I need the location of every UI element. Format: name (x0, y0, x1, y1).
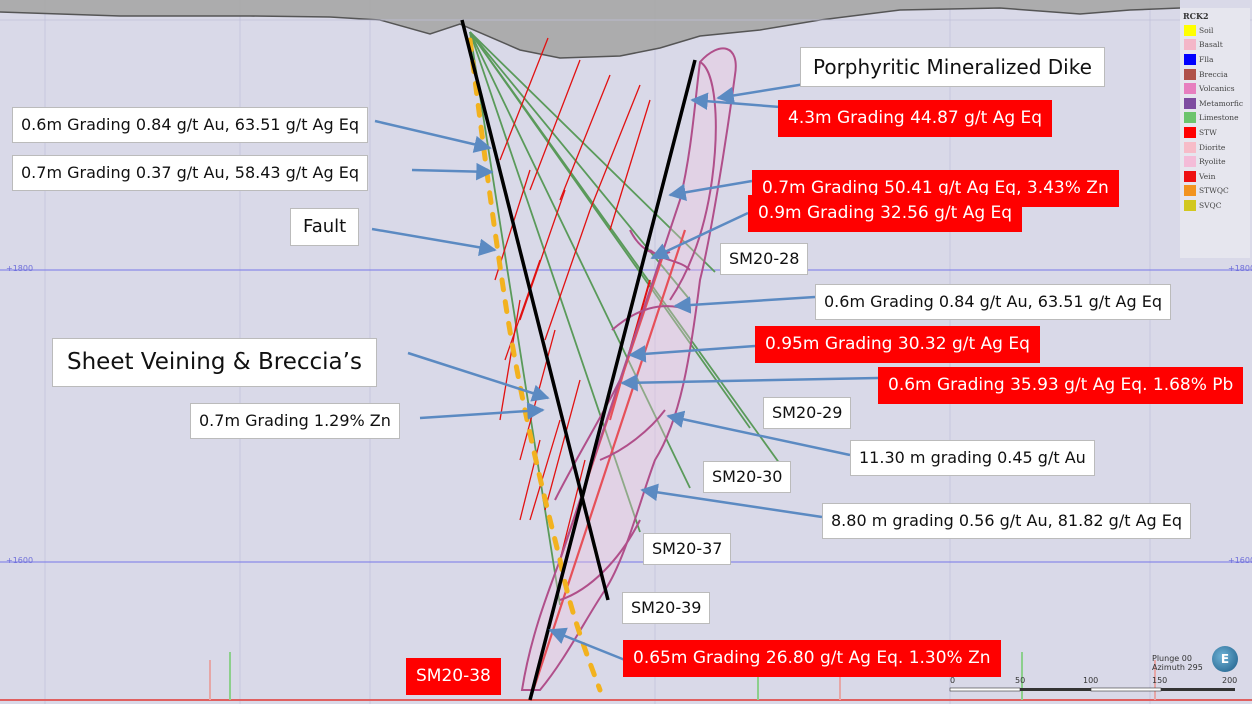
hole-label-sm20-28: SM20-28 (720, 243, 809, 275)
hole-label-sm20-39: SM20-39 (622, 592, 711, 624)
legend-item: STW (1180, 125, 1250, 140)
legend-label: Metamorfic (1199, 98, 1244, 108)
scale-tick-50: 50 (1015, 676, 1026, 685)
label-red-1: 4.3m Grading 44.87 g/t Ag Eq (778, 100, 1053, 137)
elevation-tag-1800-right: +1800 (1228, 264, 1252, 273)
legend-swatch (1184, 112, 1196, 124)
scale-tick-0: 0 (950, 676, 956, 685)
legend-item: STWQC (1180, 184, 1250, 199)
legend-label: Vein (1199, 171, 1216, 181)
hole-label-sm20-29: SM20-29 (763, 397, 852, 429)
legend-label: Soil (1199, 25, 1214, 35)
azimuth-text: Azimuth 295 (1152, 663, 1203, 672)
hole-label-sm20-38: SM20-38 (406, 658, 501, 695)
legend-label: SVQC (1199, 200, 1222, 210)
scale-bar (949, 687, 1235, 692)
legend-swatch (1184, 141, 1196, 153)
legend-label: Basalt (1199, 40, 1223, 50)
legend-swatch (1184, 83, 1196, 95)
compass-icon: E (1212, 646, 1238, 672)
legend-item: Diorite (1180, 140, 1250, 155)
label-intercept-zn: 0.7m Grading 1.29% Zn (190, 403, 400, 439)
plunge-text: Plunge 00 (1152, 654, 1192, 663)
label-dike: Porphyritic Mineralized Dike (800, 47, 1105, 87)
legend-swatch (1184, 185, 1196, 197)
label-intercept-4: 0.6m Grading 0.84 g/t Au, 63.51 g/t Ag E… (815, 284, 1172, 320)
legend-label: Flla (1199, 54, 1214, 64)
legend-swatch (1184, 199, 1196, 211)
label-intercept-2: 0.7m Grading 0.37 g/t Au, 58.43 g/t Ag E… (12, 155, 369, 191)
scale-tick-100: 100 (1083, 676, 1099, 685)
label-red-3: 0.9m Grading 32.56 g/t Ag Eq (748, 195, 1023, 232)
label-fault: Fault (290, 208, 360, 246)
elevation-tag-1600-right: +1600 (1228, 556, 1252, 565)
label-intercept-6: 8.80 m grading 0.56 g/t Au, 81.82 g/t Ag… (822, 503, 1192, 539)
legend-swatch (1184, 156, 1196, 168)
elevation-tag-1600-left: +1600 (6, 556, 34, 565)
legend-item: Volcanics (1180, 81, 1250, 96)
elevation-tag-1800-left: +1800 (6, 264, 34, 273)
section-line-b (528, 59, 697, 701)
legend-label: Volcanics (1199, 84, 1235, 94)
label-red-4: 0.95m Grading 30.32 g/t Ag Eq (755, 326, 1040, 363)
legend-title: RCK2 (1183, 11, 1209, 21)
legend-swatch (1184, 170, 1196, 182)
legend-item: Ryolite (1180, 154, 1250, 169)
legend-swatch (1184, 39, 1196, 51)
label-red-5: 0.6m Grading 35.93 g/t Ag Eq. 1.68% Pb (878, 367, 1244, 404)
legend-item: Limestone (1180, 111, 1250, 126)
legend-swatch (1184, 53, 1196, 65)
hole-label-sm20-30: SM20-30 (703, 461, 792, 493)
legend-item: Basalt (1180, 38, 1250, 53)
scale-tick-150: 150 (1152, 676, 1168, 685)
legend-swatch (1184, 126, 1196, 138)
legend-item: Flla (1180, 52, 1250, 67)
label-sheet-veining: Sheet Veining & Breccia’s (52, 338, 377, 387)
legend-item: Soil (1180, 23, 1250, 38)
callout-arrows (371, 82, 879, 662)
legend-label: Diorite (1199, 142, 1226, 152)
legend-label: STWQC (1199, 186, 1229, 196)
legend-swatch (1184, 68, 1196, 80)
legend-item: SVQC (1180, 198, 1250, 213)
legend-swatch (1184, 24, 1196, 36)
legend-item: Breccia (1180, 67, 1250, 82)
legend-swatch (1184, 97, 1196, 109)
legend-label: STW (1199, 127, 1217, 137)
legend-label: Breccia (1199, 69, 1228, 79)
legend-label: Ryolite (1199, 157, 1226, 167)
view-orientation: Plunge 00 Azimuth 295 (1152, 654, 1203, 672)
hole-label-sm20-37: SM20-37 (643, 533, 732, 565)
section-line-a (460, 19, 610, 601)
label-intercept-1: 0.6m Grading 0.84 g/t Au, 63.51 g/t Ag E… (12, 107, 369, 143)
label-red-6: 0.65m Grading 26.80 g/t Ag Eq. 1.30% Zn (623, 640, 1001, 677)
scale-tick-200: 200 (1222, 676, 1238, 685)
label-intercept-5: 11.30 m grading 0.45 g/t Au (850, 440, 1095, 476)
topography (0, 0, 1180, 58)
legend-item: Metamorfic (1180, 96, 1250, 111)
legend-label: Limestone (1199, 113, 1239, 123)
legend-item: Vein (1180, 169, 1250, 184)
